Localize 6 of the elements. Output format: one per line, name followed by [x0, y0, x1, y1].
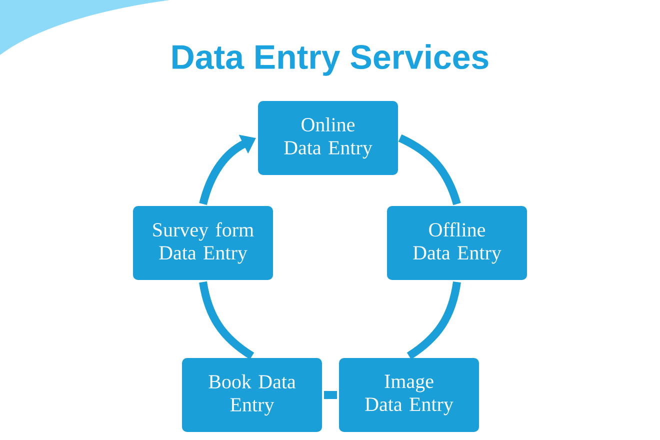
service-box: Image Data Entry — [337, 356, 481, 434]
service-box: Survey form Data Entry — [131, 204, 275, 282]
service-box: Online Data Entry — [256, 99, 400, 177]
service-box: Offline Data Entry — [385, 204, 529, 282]
service-box: Book Data Entry — [180, 356, 324, 434]
title: Data Entry Services — [172, 44, 488, 76]
